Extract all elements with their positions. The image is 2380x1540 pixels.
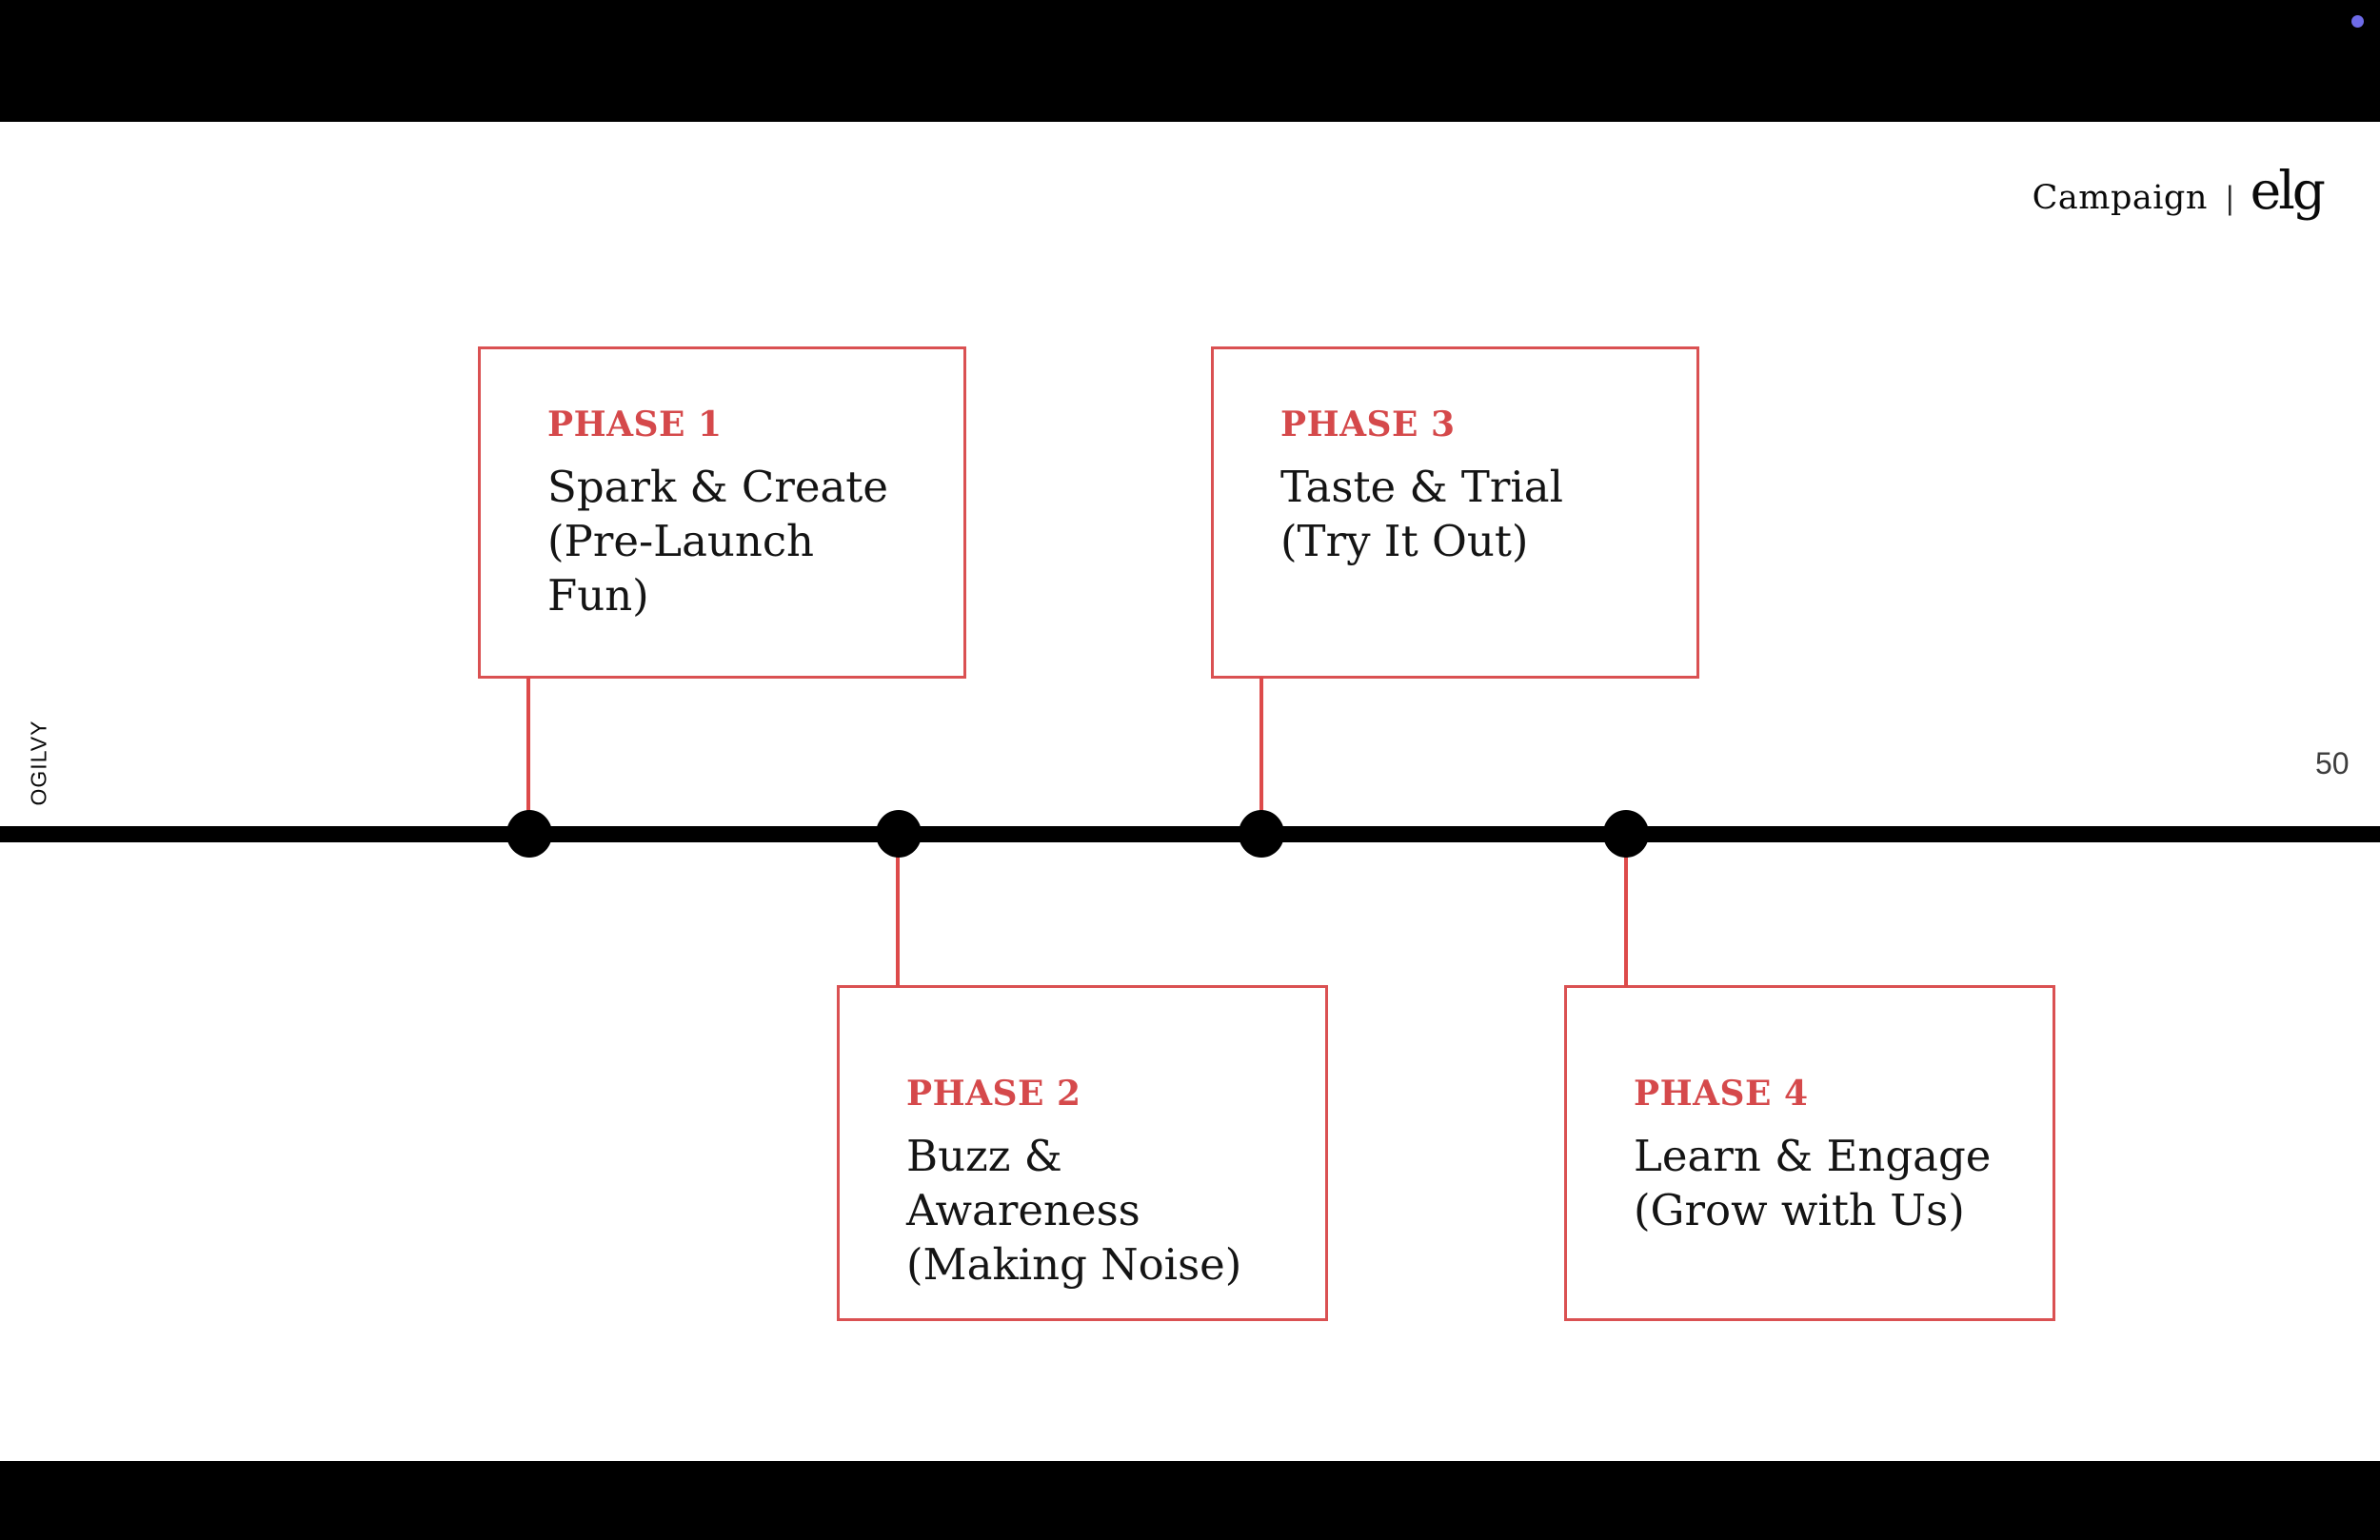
phase-3-connector xyxy=(1259,677,1263,835)
phase-4-title: Learn & Engage (Grow with Us) xyxy=(1634,1131,1992,1235)
header: Campaign | elg xyxy=(2032,160,2326,221)
phase-2-connector xyxy=(896,834,900,987)
elg-logo: elg xyxy=(2250,160,2326,221)
header-separator: | xyxy=(2224,180,2235,216)
campaign-label: Campaign xyxy=(2032,179,2208,217)
phase-3-box: PHASE 3 Taste & Trial (Try It Out) xyxy=(1211,346,1699,679)
phase-2-title: Buzz & Awareness (Making Noise) xyxy=(906,1131,1242,1290)
top-black-bar xyxy=(0,0,2380,122)
phase-4-label: PHASE 4 xyxy=(1634,1074,1809,1114)
phase-2-label: PHASE 2 xyxy=(906,1074,1081,1114)
timeline-bar xyxy=(0,826,2380,842)
phase-4-connector xyxy=(1624,834,1628,987)
status-dot-icon xyxy=(2351,15,2364,28)
bottom-black-bar xyxy=(0,1461,2380,1540)
phase-1-label: PHASE 1 xyxy=(547,405,723,444)
timeline-dot-phase-2 xyxy=(876,810,922,858)
phase-2-box: PHASE 2 Buzz & Awareness (Making Noise) xyxy=(837,985,1328,1321)
timeline-dot-phase-4 xyxy=(1603,810,1649,858)
timeline-dot-phase-1 xyxy=(506,810,552,858)
ogilvy-vertical-brand: OGILVY xyxy=(26,720,51,806)
phase-3-title: Taste & Trial (Try It Out) xyxy=(1280,462,1563,566)
phase-3-label: PHASE 3 xyxy=(1280,405,1456,444)
phase-1-connector xyxy=(526,677,530,835)
phase-1-title: Spark & Create (Pre-Launch Fun) xyxy=(547,462,889,621)
phase-1-box: PHASE 1 Spark & Create (Pre-Launch Fun) xyxy=(478,346,966,679)
page-number: 50 xyxy=(2315,746,2350,780)
timeline-dot-phase-3 xyxy=(1239,810,1284,858)
phase-4-box: PHASE 4 Learn & Engage (Grow with Us) xyxy=(1564,985,2055,1321)
